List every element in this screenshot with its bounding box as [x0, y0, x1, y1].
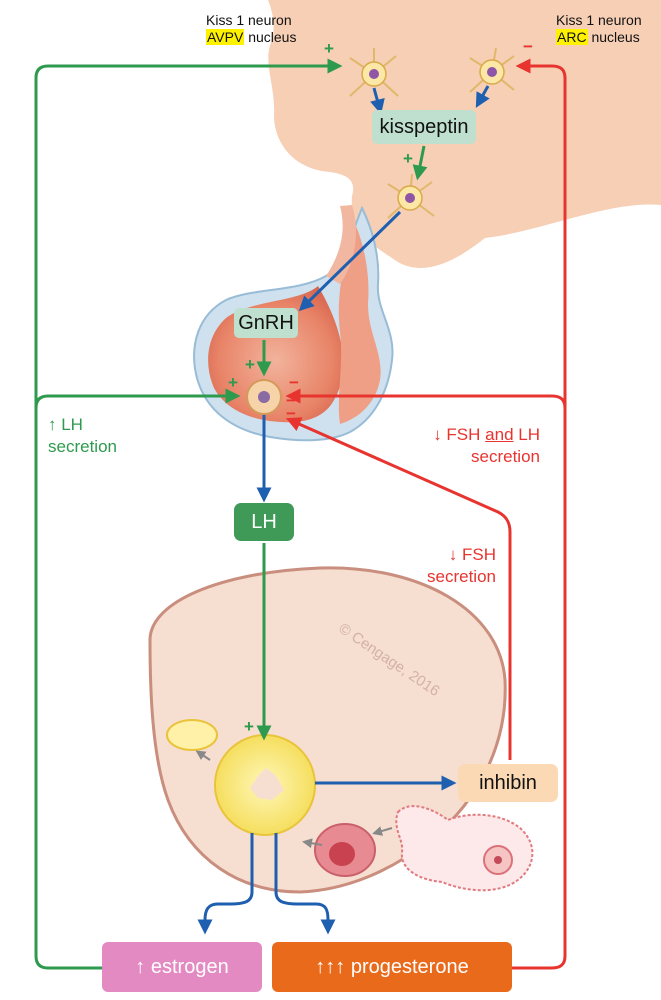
- oocyte-nucleus: [494, 856, 502, 864]
- arc-to-kisspeptin-arrow: [475, 85, 490, 108]
- fsh-and-lh-pre: ↓ FSH: [433, 425, 486, 444]
- gnrh-neuron-axon-arrow: [298, 210, 402, 312]
- gnrh-neuron-plus-sign: +: [403, 149, 413, 168]
- arc-highlight: ARC: [556, 29, 588, 45]
- lh-secretion-line2: secretion: [48, 437, 117, 456]
- arc-kiss1-neuron: [469, 47, 515, 93]
- estrogen-positive-feedback-to-avpv-arrow: [34, 58, 343, 970]
- follicle-to-ruptured-arrow: [372, 826, 393, 836]
- kisspeptin-box: kisspeptin: [372, 110, 476, 144]
- fsh-and-lh-secretion-line1: ↓ FSH and LH: [410, 424, 540, 446]
- ruptured-to-cl-arrow: [302, 838, 323, 849]
- ovulating-follicle: [395, 805, 534, 892]
- estrogen-box: ↑ estrogen: [102, 942, 262, 992]
- lh-box: LH: [234, 503, 294, 541]
- gonadotroph-minus-sign-2: −: [286, 391, 296, 410]
- gonadotroph-minus-sign-1: −: [289, 373, 299, 392]
- progesterone-negative-feedback-to-arc-arrow: [512, 58, 567, 970]
- kisspeptin-to-gnrh-neuron-arrow: [412, 145, 428, 181]
- corpus-luteum-center: [250, 768, 284, 800]
- inhibin-negative-feedback-arrow: [285, 417, 512, 760]
- arc-minus-sign: −: [523, 37, 533, 56]
- ruptured-follicle-center: [329, 842, 355, 866]
- arc-neuron-label-line2: ARC nucleus: [556, 29, 642, 46]
- avpv-neuron-label: Kiss 1 neuron AVPV nucleus: [206, 12, 296, 46]
- fsh-secretion-annotation: ↓ FSH secretion: [400, 544, 496, 588]
- fsh-secretion-line2: secretion: [427, 567, 496, 586]
- gonadotroph-plus-sign-left: +: [228, 373, 238, 392]
- progesterone-box: ↑↑↑ progesterone: [272, 942, 512, 992]
- progesterone-negative-feedback-to-pituitary-arrow: [285, 388, 567, 409]
- inhibin-box: inhibin: [458, 764, 558, 802]
- corpus-albicans-arrow: [195, 750, 211, 761]
- estrogen-positive-feedback-to-pituitary-arrow: [34, 388, 241, 409]
- arc-nucleus-text: nucleus: [587, 29, 640, 45]
- corpus-albicans: [166, 719, 218, 751]
- avpv-nucleus-text: nucleus: [244, 29, 297, 45]
- gnrh-box: GnRH: [234, 308, 298, 338]
- posterior-pituitary-shape: [338, 226, 381, 424]
- avpv-highlight: AVPV: [206, 29, 245, 45]
- fsh-and-lh-underlined: and: [485, 425, 514, 444]
- arc-neuron-label-line1: Kiss 1 neuron: [556, 12, 642, 28]
- gonadotroph-nucleus: [258, 391, 270, 403]
- lh-secretion-line1: ↑ LH: [48, 415, 83, 434]
- fsh-and-lh-post: LH: [513, 425, 540, 444]
- lh-secretion-annotation: ↑ LH secretion: [48, 414, 117, 458]
- gonadotroph-minus-sign-3: −: [286, 404, 296, 423]
- fsh-and-lh-secretion-annotation: ↓ FSH and LH secretion: [410, 424, 540, 468]
- corpus-luteum-to-estrogen-arrow: [197, 833, 254, 935]
- fsh-secretion-line1: ↓ FSH: [448, 545, 496, 564]
- gonadotroph-plus-sign-top: +: [245, 355, 255, 374]
- corpus-luteum-to-progesterone-arrow: [274, 833, 336, 935]
- avpv-neuron-label-line1: Kiss 1 neuron: [206, 12, 292, 28]
- avpv-plus-sign: +: [324, 39, 334, 58]
- corpus-luteum-plus-sign: +: [244, 717, 254, 736]
- gnrh-neuron: [387, 173, 435, 219]
- avpv-neuron-label-line2: AVPV nucleus: [206, 29, 296, 46]
- arc-neuron-label: Kiss 1 neuron ARC nucleus: [556, 12, 642, 46]
- fsh-and-lh-secretion-line2: secretion: [471, 447, 540, 466]
- avpv-kiss1-neuron: [349, 48, 399, 97]
- avpv-to-kisspeptin-arrow: [370, 87, 385, 115]
